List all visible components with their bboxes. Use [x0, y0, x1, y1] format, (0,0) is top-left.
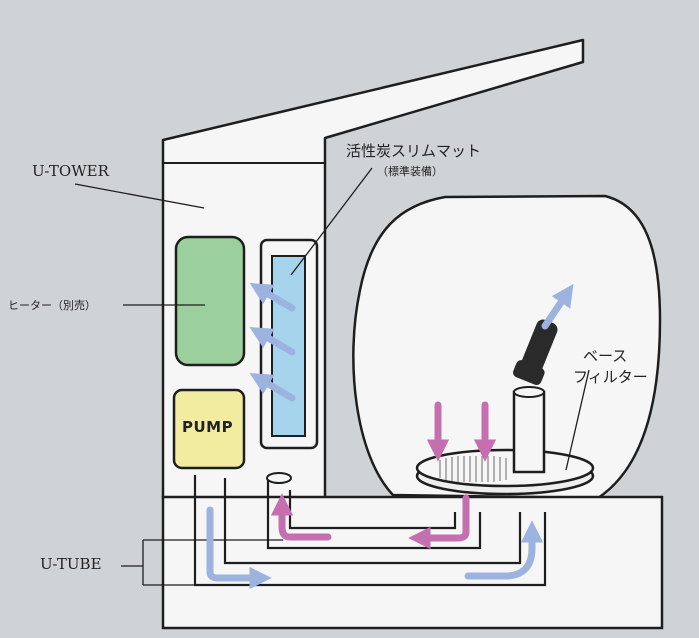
- u-tube-inner: [223, 478, 522, 565]
- carbon-mat-label: 活性炭スリムマット: [346, 142, 482, 160]
- base-filter-top: [415, 448, 595, 488]
- intake-cup-rim: [266, 472, 292, 484]
- pink-flow-arrows: [270, 401, 497, 550]
- u-tube-label: U-TUBE: [40, 555, 102, 573]
- heater-label: ヒーター（別売）: [8, 299, 96, 312]
- base-filter-label-line2: フィルター: [573, 368, 648, 386]
- u-tube-outer: [193, 475, 547, 587]
- nozzle: [513, 319, 558, 386]
- outlet-pipe-rim: [513, 386, 545, 398]
- heater-block: [174, 235, 246, 367]
- pump-label: PUMP: [182, 418, 234, 436]
- glass-bowl: [352, 194, 662, 500]
- carbon-mat-leader: [290, 167, 373, 276]
- u-tower-label: U-TOWER: [32, 162, 109, 180]
- blue-flow-arrows: [206, 283, 574, 590]
- base-filter-label-line1: ベース: [583, 347, 628, 365]
- u-tower-leader: [74, 183, 205, 209]
- carbon-mat-note: （標準装備）: [377, 165, 443, 178]
- outlet-pipe: [512, 390, 546, 474]
- u-tube-bracket: [121, 539, 283, 586]
- inner-channel-outer: [266, 478, 482, 550]
- base-filter-leader: [565, 369, 590, 471]
- pump-block: [172, 388, 246, 470]
